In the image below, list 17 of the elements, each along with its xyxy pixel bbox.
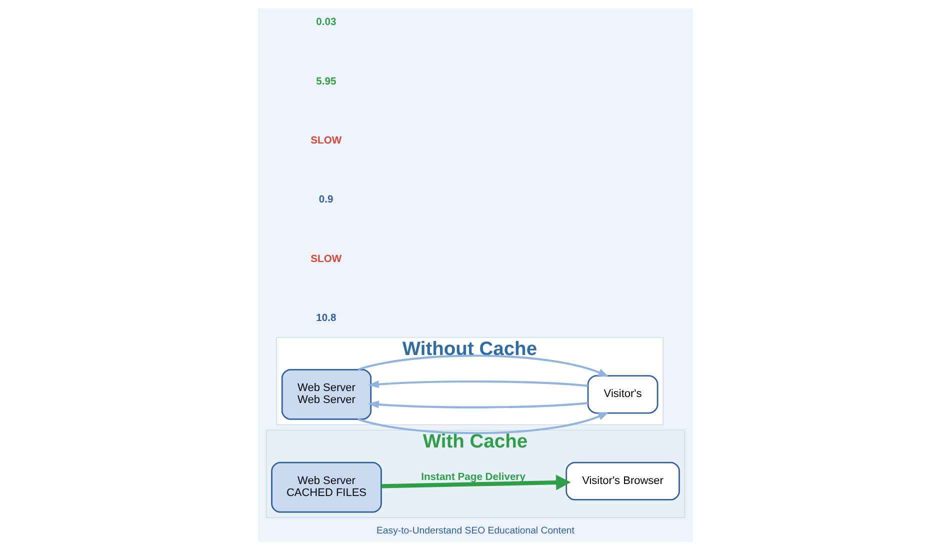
label: SLOW	[310, 136, 342, 147]
node-box: Web Server CACHED FILES	[270, 462, 382, 513]
arrow	[357, 354, 609, 378]
arrow	[367, 400, 588, 408]
arrow	[380, 474, 570, 490]
caption: Easy-to-Understand SEO Educational Content	[376, 526, 574, 537]
label: 5.95	[316, 76, 336, 88]
arrow	[367, 380, 588, 388]
label: 10.8	[316, 313, 336, 324]
edge-label: Instant Page Delivery	[420, 472, 525, 483]
node-box: Web Server Web Server	[280, 368, 372, 420]
label: SLOW	[310, 254, 342, 265]
arrow	[357, 412, 609, 434]
label: 0.03	[316, 17, 336, 28]
node-box: Visitor's	[586, 375, 658, 414]
node-box: Visitor's Browser	[565, 462, 680, 500]
label: 0.9	[318, 194, 333, 206]
